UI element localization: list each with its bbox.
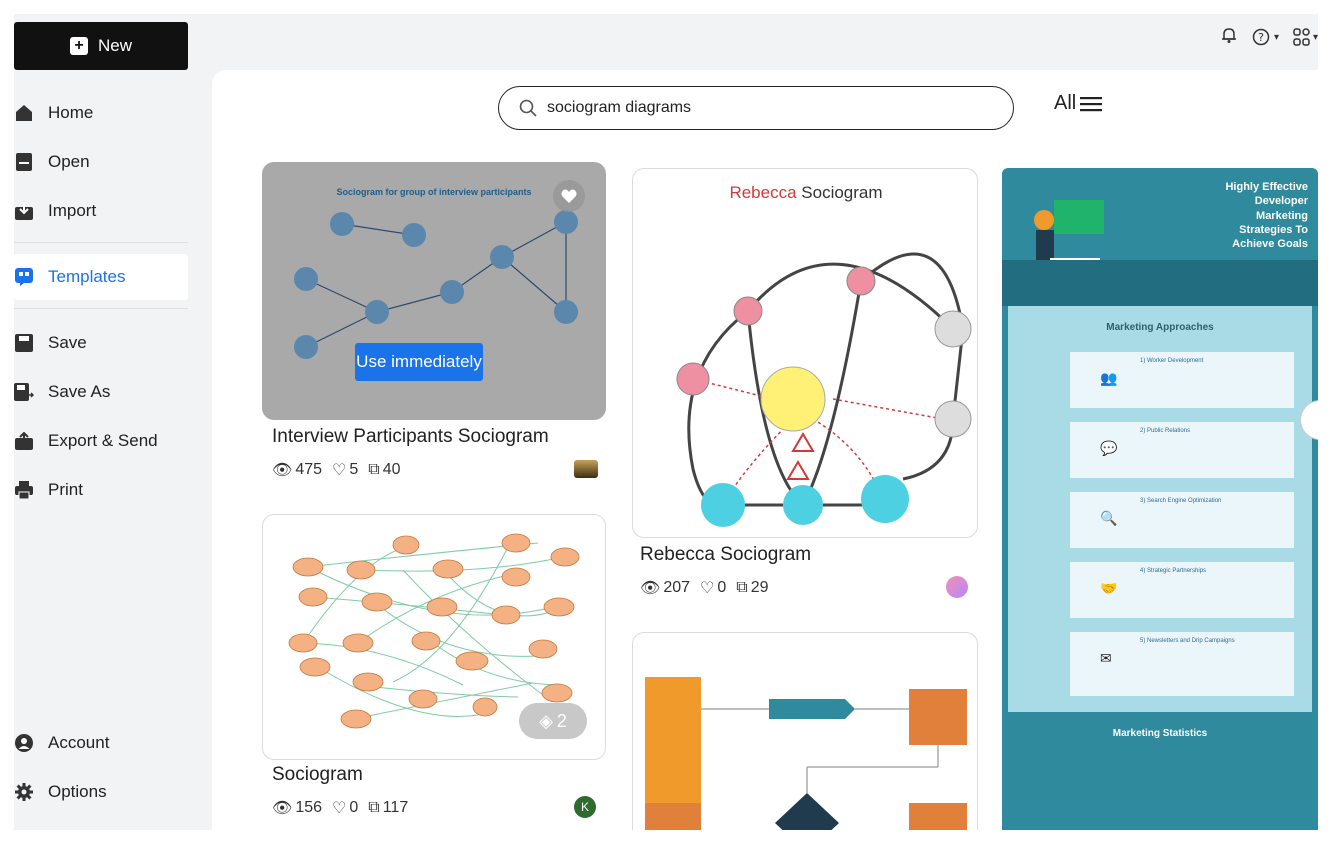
sidebar-item-export[interactable]: Export & Send [14,418,188,464]
author-avatar[interactable]: K [574,796,596,818]
new-button-label: New [97,36,132,55]
save-as-icon [14,382,34,402]
template-card-preview[interactable] [632,632,978,830]
card-title[interactable]: Interview Participants Sociogram [272,426,549,447]
help-icon[interactable]: ? ▾ [1252,28,1279,46]
heart-icon [561,189,577,203]
mail-check-icon: ✉ [1100,650,1112,666]
sidebar-item-import[interactable]: Import [14,188,188,234]
sidebar-item-label: Open [48,152,90,171]
search-bar[interactable]: sociogram diagrams [498,86,1014,130]
templates-panel: sociogram diagrams All Sociogram for gro… [212,70,1318,830]
pages-count-badge: ◈ 2 [519,703,587,739]
preview-title: Rebecca Sociogram [729,183,883,202]
team-icon: 👥 [1100,370,1118,386]
views-icon: 👁 [272,462,293,479]
export-icon [14,431,34,451]
sidebar-item-templates[interactable]: Templates [14,254,188,300]
magnifier-icon: 🔍 [1100,510,1118,526]
card-title[interactable]: Rebecca Sociogram [640,544,812,565]
sidebar-item-label: Save [48,333,87,352]
sociogram-preview-graphic [294,210,578,359]
template-card-preview[interactable]: Highly Effective Developer Marketing Str… [1002,168,1318,830]
copy-icon: ⧉ [368,799,380,816]
author-avatar[interactable] [946,576,968,598]
search-input[interactable]: sociogram diagrams [547,99,692,116]
new-button[interactable]: + New [14,22,188,70]
import-icon [14,201,34,221]
views-icon: 👁 [640,580,661,597]
save-icon [14,333,34,353]
copy-icon: ⧉ [368,461,380,478]
search-icon [519,99,537,117]
card-stats: 👁207 ♡0 ⧉29 [640,579,769,597]
section-title: Marketing Statistics [1112,728,1208,739]
filter-label: All [1054,92,1077,114]
gear-icon [14,782,34,802]
sidebar-item-label: Account [48,733,110,752]
sidebar-item-options[interactable]: Options [14,769,188,815]
sidebar-item-open[interactable]: Open [14,139,188,185]
template-card-preview[interactable]: ◈ 2 [262,514,606,760]
card-stats: 👁475 ♡5 ⧉40 [272,461,401,479]
author-avatar[interactable] [574,460,598,478]
like-icon: ♡ [332,800,347,817]
bell-icon[interactable] [1220,26,1238,48]
filter-all-button[interactable]: All [1054,92,1103,115]
svg-text:?: ? [1258,31,1264,44]
handshake-icon: 🤝 [1100,580,1118,596]
sidebar-item-account[interactable]: Account [14,720,188,766]
card-stats: 👁156 ♡0 ⧉117 [272,799,409,817]
like-icon: ♡ [700,580,715,597]
plus-icon: + [69,37,88,55]
sidebar-item-label: Import [48,201,97,220]
flowchart-preview-graphic [645,677,967,830]
approach-item: 3) Search Engine Optimization🔍 [1070,492,1294,548]
home-icon [14,103,34,123]
approaches-panel: Marketing Approaches 1) Worker Developme… [1008,306,1312,712]
preview-title: Sociogram for group of interview partici… [336,187,532,197]
sidebar-item-label: Save As [48,382,111,401]
sidebar-item-label: Templates [48,267,126,286]
approach-item: 5) Newsletters and Drip Campaigns✉ [1070,632,1294,696]
rebecca-preview-graphic [676,252,972,527]
templates-icon [14,267,34,287]
sidebar-item-label: Options [48,782,107,801]
intro-band [1002,260,1318,306]
template-card-preview[interactable]: Rebecca Sociogram [632,168,978,538]
approach-item: 4) Strategic Partnerships🤝 [1070,562,1294,618]
top-toolbar: ? ▾ ▾ [1220,26,1318,48]
views-icon: 👁 [272,800,293,817]
like-icon: ♡ [332,462,347,479]
sidebar-item-print[interactable]: Print [14,467,188,513]
open-icon [14,152,34,172]
approach-item: 1) Worker Development👥 [1070,352,1294,408]
template-card-preview[interactable]: Sociogram for group of interview partici… [262,162,606,420]
copy-icon: ⧉ [736,579,748,596]
sidebar-item-label: Export & Send [48,431,158,450]
sidebar-item-save-as[interactable]: Save As [14,369,188,415]
sidebar-item-save[interactable]: Save [14,320,188,366]
section-title: Marketing Approaches [1106,322,1214,333]
chat-icon: 💬 [1100,440,1118,456]
sidebar-divider [14,242,188,243]
illustration [1034,200,1104,262]
sidebar-item-label: Print [48,480,83,499]
print-icon [14,480,34,500]
sidebar-item-label: Home [48,103,94,122]
approach-item: 2) Public Relations💬 [1070,422,1294,478]
sociogram-network-graphic [288,533,580,729]
account-icon [14,733,34,753]
favorite-button[interactable] [553,180,585,212]
card-title[interactable]: Sociogram [272,764,363,785]
infographic-heading: Highly Effective Developer Marketing Str… [1225,181,1308,251]
menu-icon [1080,96,1103,111]
use-immediately-button[interactable]: Use immediately [355,343,483,381]
sidebar-item-home[interactable]: Home [14,90,188,136]
sidebar-divider [14,308,188,309]
apps-grid-icon[interactable]: ▾ [1293,28,1318,46]
app-window: + New Home Open Import Templates Save [14,14,1318,830]
layers-icon: ◈ [539,710,553,731]
